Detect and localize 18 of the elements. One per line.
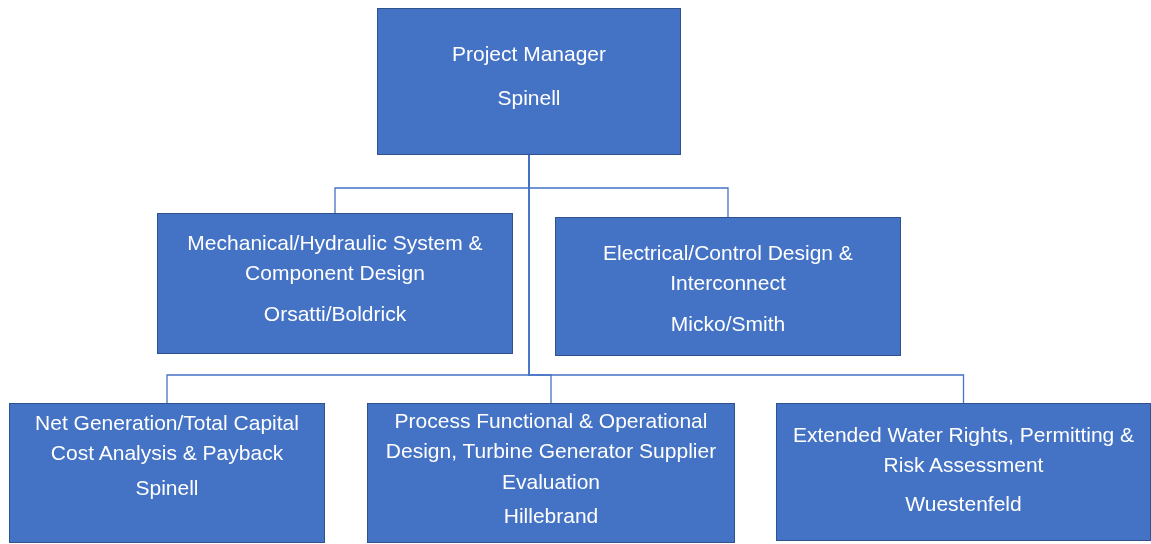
role-title: Process Functional & Operational Design, Turbine Generator Supplier Evaluation [384,408,718,495]
org-box [9,403,325,543]
role-title: Mechanical/Hydraulic System & Component Design [186,230,484,287]
role-title: Extended Water Rights, Permitting & Risk Assessment [791,422,1136,479]
person-name: Spinell [135,474,199,501]
person-name: Wuestenfeld [905,490,1022,517]
role-title: Net Generation/Total Capital Cost Analysis & Payback [34,410,300,467]
person-name: Micko/Smith [670,310,786,337]
role-title: Project Manager [451,41,607,67]
org-box [157,213,513,354]
person-name: Hillebrand [503,503,599,530]
org-box [776,403,1151,541]
org-box [377,8,681,155]
role-title: Electrical/Control Design & Interconnect [602,240,854,297]
org-box [555,217,901,356]
org-box [367,403,735,543]
person-name: Spinell [497,85,561,112]
person-name: Orsatti/Boldrick [263,300,407,327]
